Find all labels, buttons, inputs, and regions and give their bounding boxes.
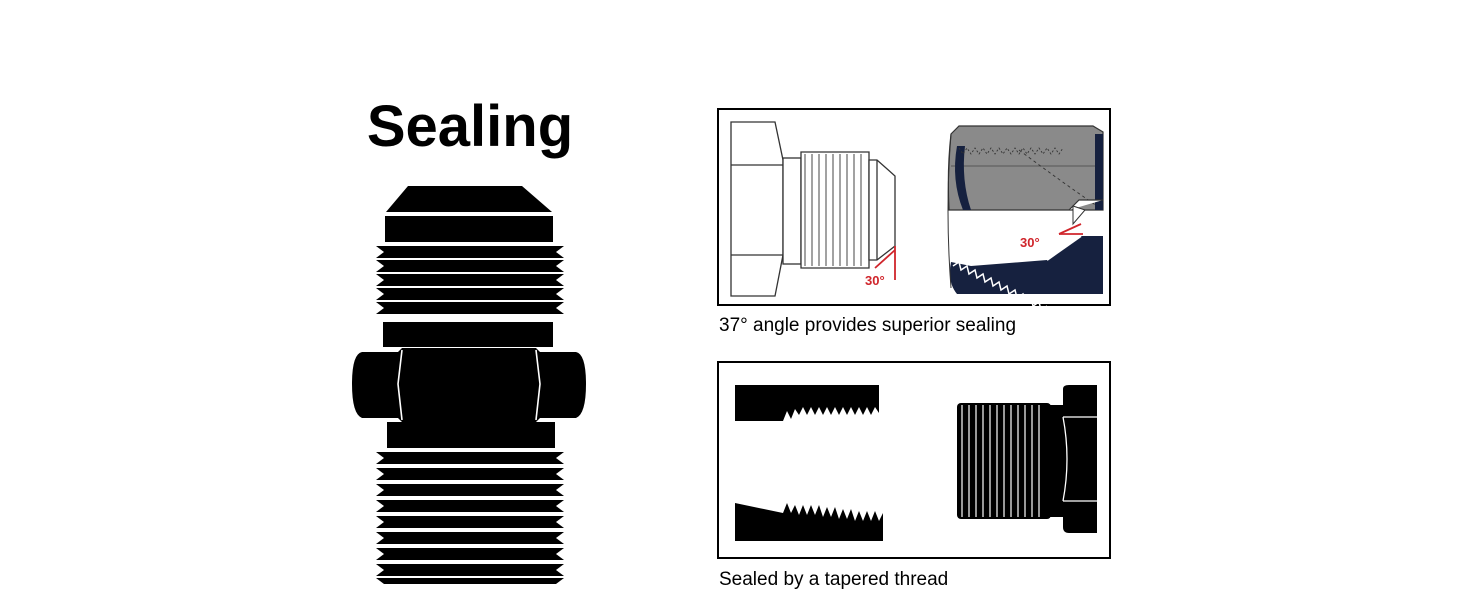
port-wall-upper: [735, 385, 879, 421]
port-wall-lower: [735, 503, 883, 541]
angle-label-left: 30°: [865, 273, 885, 288]
tapered-male-fitting: [957, 385, 1097, 533]
tapered-thread-caption: Sealed by a tapered thread: [719, 569, 949, 590]
flare-sealing-caption: 37° angle provides superior sealing: [719, 315, 1017, 336]
angle-marker-right: [1058, 223, 1083, 235]
page-title: Sealing: [366, 94, 574, 159]
tapered-thread-diagram: [735, 385, 1097, 541]
angle-label-right: 30°: [1020, 235, 1040, 250]
flare-sealing-panel: 30° 30°: [717, 108, 1111, 308]
flare-sealing-diagram: 30° 30°: [730, 121, 1104, 308]
angle-marker-left: [874, 246, 896, 280]
tapered-thread-panel: [717, 361, 1111, 559]
female-sleeve: [947, 133, 1103, 308]
male-flare-fitting: [730, 121, 896, 297]
female-swivel-nut: [947, 125, 1104, 226]
flare-union-fitting-illustration: [352, 186, 586, 584]
